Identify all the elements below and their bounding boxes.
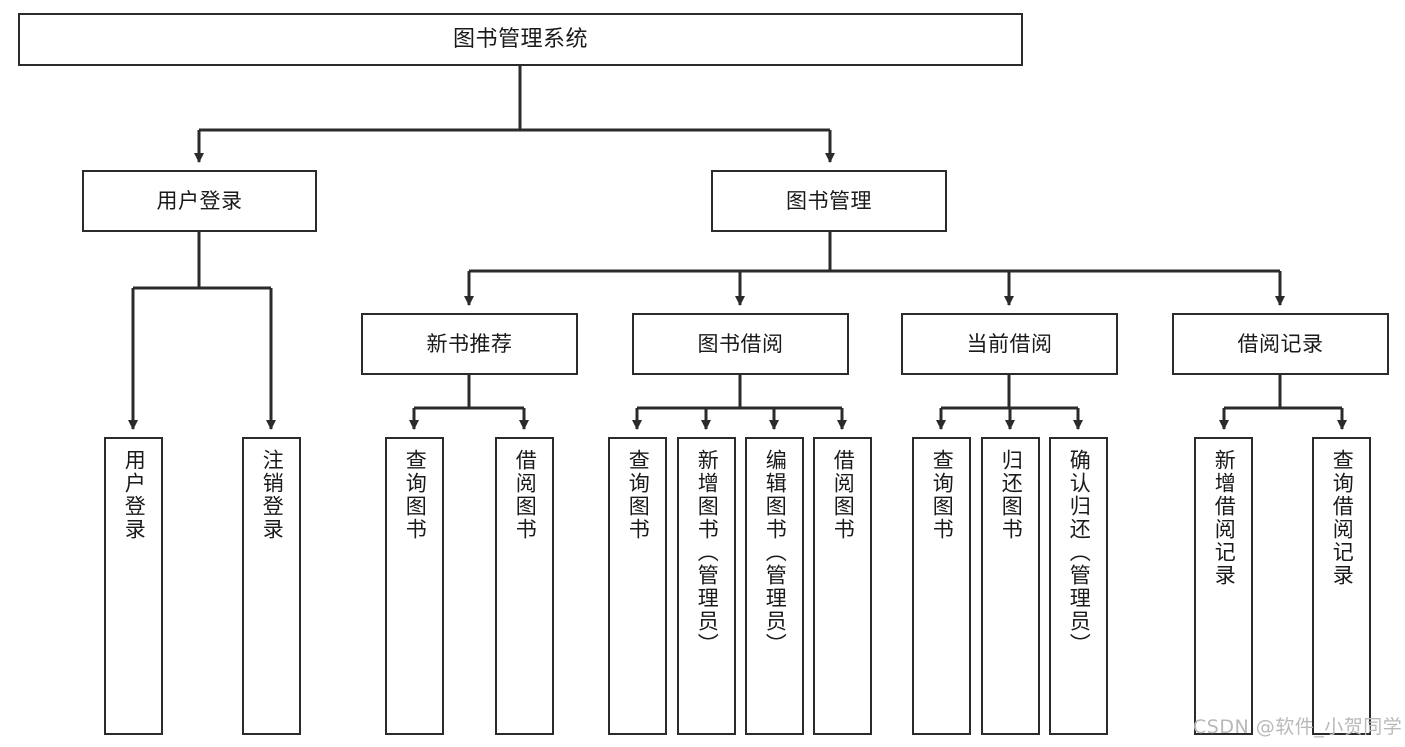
node-user-login[interactable]: 用户登录 (82, 170, 317, 232)
node-label: 查询借阅记录 (1330, 449, 1355, 587)
node-label: 图书管理 (786, 188, 872, 213)
node-label: 当前借阅 (966, 331, 1053, 356)
leaf-current-borrow-query[interactable]: 查询图书 (912, 437, 971, 735)
leaf-new-book-query[interactable]: 查询图书 (385, 437, 444, 735)
leaf-book-borrow-query[interactable]: 查询图书 (608, 437, 667, 735)
node-label: 用户登录 (156, 188, 243, 213)
node-borrow-record[interactable]: 借阅记录 (1172, 313, 1389, 375)
node-label: 图书管理系统 (452, 26, 588, 52)
leaf-current-borrow-confirm-return[interactable]: 确认归还（管理员） (1049, 437, 1108, 735)
node-book-management[interactable]: 图书管理 (711, 170, 947, 232)
node-label: 注销登录 (260, 449, 285, 541)
node-current-borrow[interactable]: 当前借阅 (901, 313, 1118, 375)
node-label: 图书借阅 (697, 331, 784, 356)
leaf-current-borrow-return[interactable]: 归还图书 (981, 437, 1040, 735)
leaf-book-borrow-borrow[interactable]: 借阅图书 (813, 437, 872, 735)
node-label: 新增图书（管理员） (695, 449, 720, 656)
node-label: 确认归还（管理员） (1067, 449, 1092, 656)
node-root-book-management-system[interactable]: 图书管理系统 (18, 13, 1023, 66)
node-label: 新增借阅记录 (1212, 449, 1237, 587)
node-label: 编辑图书（管理员） (763, 449, 788, 656)
node-label: 借阅记录 (1237, 331, 1324, 356)
node-label: 查询图书 (626, 449, 651, 541)
node-label: 新书推荐 (426, 331, 513, 356)
leaf-book-borrow-add[interactable]: 新增图书（管理员） (677, 437, 736, 735)
leaf-user-login-login[interactable]: 用户登录 (104, 437, 163, 735)
leaf-new-book-borrow[interactable]: 借阅图书 (495, 437, 554, 735)
node-label: 借阅图书 (831, 449, 856, 541)
node-new-book-recommend[interactable]: 新书推荐 (361, 313, 578, 375)
node-book-borrow[interactable]: 图书借阅 (632, 313, 849, 375)
node-label: 用户登录 (122, 449, 147, 541)
leaf-borrow-record-query[interactable]: 查询借阅记录 (1312, 437, 1371, 735)
node-label: 归还图书 (999, 449, 1024, 541)
leaf-borrow-record-add[interactable]: 新增借阅记录 (1194, 437, 1253, 735)
leaf-user-login-logout[interactable]: 注销登录 (242, 437, 301, 735)
node-label: 查询图书 (403, 449, 428, 541)
node-label: 查询图书 (930, 449, 955, 541)
node-label: 借阅图书 (513, 449, 538, 541)
leaf-book-borrow-edit[interactable]: 编辑图书（管理员） (745, 437, 804, 735)
